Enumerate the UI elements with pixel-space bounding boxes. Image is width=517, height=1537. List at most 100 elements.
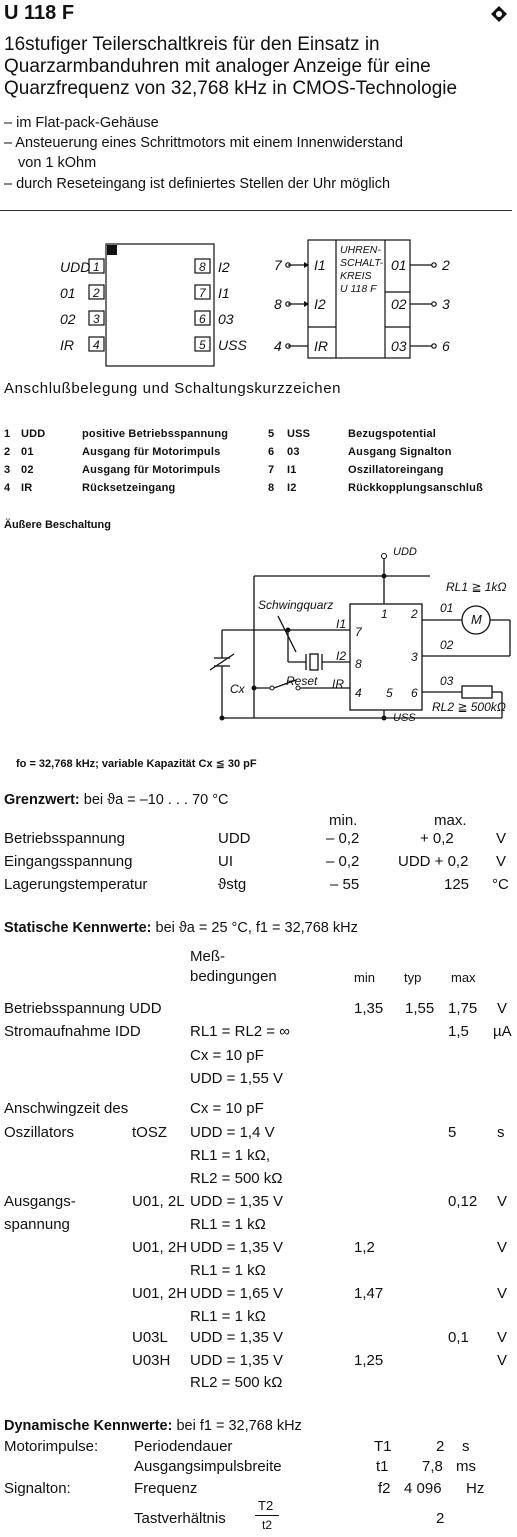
duty-cycle-denominator: t2 [262, 1518, 273, 1532]
pin-symbol: I2 [287, 482, 297, 494]
pin-symbol: UDD [21, 428, 46, 440]
duty-cycle-fraction-bar [255, 1515, 279, 1516]
dynamic-row-symbol: T1 [374, 1438, 392, 1455]
static-row-condition: UDD = 1,35 V [190, 1352, 283, 1369]
static-row-param: spannung [4, 1216, 70, 1233]
pin-number: 3 [4, 464, 11, 476]
dynamic-row-value: 4 096 [404, 1480, 442, 1497]
static-row-param: Betriebsspannung UDD [4, 1000, 162, 1017]
limits-row-max: UDD + 0,2 [398, 853, 469, 870]
datasheet-title: U 118 F [4, 2, 75, 24]
symbol-in-label-i2: I2 [314, 296, 326, 312]
circuit-quartz-label: Schwingquarz [258, 598, 334, 612]
pin-num-3: 3 [93, 312, 100, 326]
limits-row-max: 125 [444, 876, 470, 893]
circuit-pin-label-i1: I1 [336, 617, 347, 631]
static-row-max: 0,1 [448, 1329, 469, 1346]
circuit-pin-2: 2 [411, 607, 418, 621]
static-row-unit: µA [493, 1023, 512, 1040]
pin-number: 1 [4, 428, 11, 440]
static-row-condition: UDD = 1,35 V [190, 1329, 283, 1346]
pin-label-i2: I2 [218, 259, 230, 275]
static-row-condition: UDD = 1,55 V [190, 1070, 283, 1087]
duty-cycle-numerator: T2 [258, 1498, 274, 1513]
circuit-uss-label: USS [393, 712, 416, 724]
circuit-pin-label-ir: IR [332, 677, 344, 691]
pin-description: Bezugspotential [348, 428, 436, 440]
manufacturer-logo-icon [491, 6, 507, 22]
static-row-condition: UDD = 1,65 V [190, 1285, 283, 1302]
limits-heading-condition: bei ϑa = –10 . . . 70 °C [83, 792, 229, 808]
circuit-rl1-label: RL1 ≧ 1kΩ [446, 580, 507, 594]
dynamic-row-value: 2 [436, 1438, 445, 1455]
circuit-pin-8: 8 [355, 657, 362, 671]
static-row-min: 1,35 [354, 1000, 384, 1017]
dynamic-row-symbol: f2 [378, 1480, 391, 1497]
pin-label-02: 02 [60, 311, 76, 327]
symbol-out-num-2: 2 [442, 257, 450, 273]
pin-number: 5 [268, 428, 275, 440]
limits-row-symbol: ϑstg [218, 876, 247, 893]
dynamic-heading-bold: Dynamische Kennwerte: [4, 1418, 173, 1434]
pin-num-5: 5 [199, 338, 206, 352]
circuit-reset-label: Reset [286, 674, 318, 688]
pin-label-uss: USS [218, 337, 247, 353]
static-row-condition: UDD = 1,35 V [190, 1193, 283, 1210]
pin-description: Ausgang für Motorimpuls [82, 464, 221, 476]
circuit-pin-label-03: 03 [440, 674, 454, 688]
pin-num-4: 4 [93, 338, 100, 352]
motor-icon: M [471, 612, 482, 627]
dynamic-row-group: Motorimpulse: [4, 1438, 99, 1455]
pin-num-1: 1 [93, 260, 100, 274]
static-row-unit: V [497, 1239, 508, 1256]
circuit-title: Äußere Beschaltung [4, 519, 111, 531]
static-col-conditions-1: Meß- [190, 948, 225, 965]
pin-label-i1: I1 [218, 285, 230, 301]
duty-cycle-value: 2 [436, 1510, 445, 1527]
static-row-unit: s [497, 1124, 505, 1141]
static-row-unit: V [497, 1193, 508, 1210]
dynamic-row-param: Ausgangsimpulsbreite [134, 1458, 282, 1475]
limits-row-unit: V [496, 830, 507, 847]
symbol-block-line-1: UHREN- [340, 244, 381, 256]
pin-description: Oszillatoreingang [348, 464, 444, 476]
duty-cycle-label: Tastverhältnis [134, 1510, 226, 1527]
pin-num-8: 8 [199, 260, 206, 274]
static-row-symbol: tOSZ [132, 1124, 168, 1141]
section-divider [0, 210, 512, 211]
static-heading-condition: bei ϑa = 25 °C, f1 = 32,768 kHz [155, 920, 358, 936]
static-row-condition: RL2 = 500 kΩ [190, 1374, 283, 1391]
static-row-condition: RL1 = 1 kΩ [190, 1308, 266, 1325]
limits-row-min: – 0,2 [326, 853, 360, 870]
circuit-pin-4: 4 [355, 686, 362, 700]
static-row-param: Ausgangs- [4, 1193, 76, 1210]
pin-number: 6 [268, 446, 275, 458]
symbol-out-label-02: 02 [391, 296, 407, 312]
circuit-pin-7: 7 [355, 625, 362, 639]
static-row-typ: 1,55 [405, 1000, 435, 1017]
subtitle-line-1: 16stufiger Teilerschaltkreis für den Ein… [4, 34, 380, 55]
dynamic-heading-condition: bei f1 = 32,768 kHz [176, 1418, 302, 1434]
static-row-symbol: U01, 2H [132, 1239, 188, 1256]
limits-row-unit: °C [492, 876, 509, 893]
limits-row-name: Lagerungstemperatur [4, 876, 148, 893]
dynamic-row-group: Signalton: [4, 1480, 71, 1497]
dynamic-row-param: Frequenz [134, 1480, 198, 1497]
pin-symbol: IR [21, 482, 33, 494]
static-row-condition: RL1 = RL2 = ∞ [190, 1023, 290, 1040]
symbol-out-num-6: 6 [442, 338, 450, 354]
static-row-symbol: U03L [132, 1329, 168, 1346]
static-row-symbol: U01, 2H [132, 1285, 188, 1302]
symbol-in-label-i1: I1 [314, 257, 326, 273]
pin-description: Ausgang Signalton [348, 446, 452, 458]
pin-label-ir: IR [60, 337, 74, 353]
subtitle-line-3: Quarzfrequenz von 32,768 kHz in CMOS-Tec… [4, 78, 458, 99]
static-row-unit: V [497, 1285, 508, 1302]
limits-row-min: – 0,2 [326, 830, 360, 847]
static-row-condition: Cx = 10 pF [190, 1100, 264, 1117]
static-row-min: 1,47 [354, 1285, 384, 1302]
static-row-unit: V [497, 1000, 508, 1017]
circuit-pin-1: 1 [381, 607, 388, 621]
static-row-condition: UDD = 1,35 V [190, 1239, 283, 1256]
symbol-block-line-3: KREIS [340, 270, 372, 282]
